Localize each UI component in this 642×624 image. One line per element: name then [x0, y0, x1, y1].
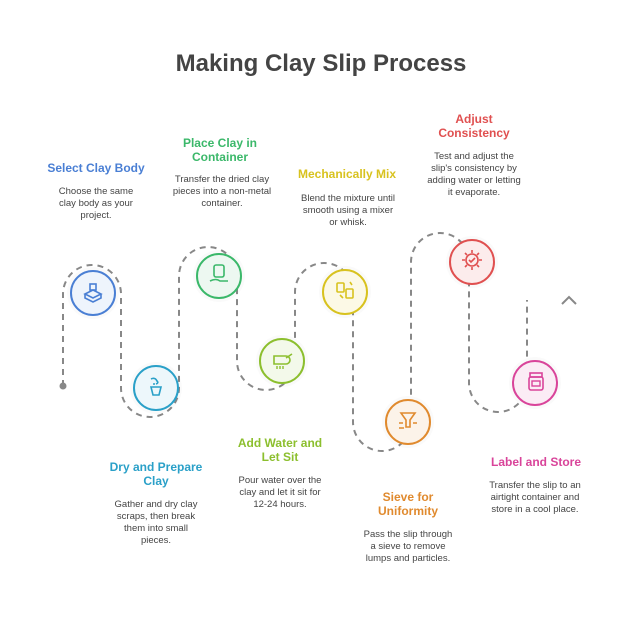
labeled-jar-icon [522, 368, 548, 399]
step-4-title: Add Water and Let Sit [237, 436, 323, 464]
step-1-circle [70, 270, 116, 316]
step-2-desc: Gather and dry clay scraps, then break t… [114, 499, 198, 546]
step-2-title: Dry and Prepare Clay [109, 460, 203, 488]
step-8-desc: Transfer the slip to an airtight contain… [489, 480, 581, 515]
step-6-desc: Pass the slip through a sieve to remove … [363, 529, 453, 564]
step-7-desc: Test and adjust the slip's consistency b… [427, 151, 521, 198]
step-8-title: Label and Store [490, 455, 582, 469]
step-5-title: Mechanically Mix [297, 167, 397, 181]
step-1-desc: Choose the same clay body as your projec… [58, 186, 134, 221]
step-7-title: Adjust Consistency [438, 112, 510, 140]
watering-can-icon [269, 346, 295, 377]
step-3-circle [196, 253, 242, 299]
step-1-title: Select Clay Body [47, 161, 145, 175]
gear-check-icon [459, 247, 485, 278]
step-6-title: Sieve for Uniformity [378, 490, 438, 518]
step-3-desc: Transfer the dried clay pieces into a no… [172, 174, 272, 209]
container-hand-icon [206, 261, 232, 292]
step-4-desc: Pour water over the clay and let it sit … [238, 475, 322, 510]
step-4-circle [259, 338, 305, 384]
page-title: Making Clay Slip Process [175, 50, 467, 77]
clay-block-icon [80, 278, 106, 309]
path-end-arrow [561, 295, 577, 305]
step-7-circle [449, 239, 495, 285]
sieve-icon [395, 407, 421, 438]
hand-crumbling-icon [143, 373, 169, 404]
mixer-icon [332, 277, 358, 308]
step-5-circle [322, 269, 368, 315]
step-5-desc: Blend the mixture until smooth using a m… [301, 193, 395, 228]
step-2-circle [133, 365, 179, 411]
step-6-circle [385, 399, 431, 445]
step-3-title: Place Clay in Container [182, 136, 258, 164]
path-start-dot [59, 382, 67, 390]
step-8-circle [512, 360, 558, 406]
